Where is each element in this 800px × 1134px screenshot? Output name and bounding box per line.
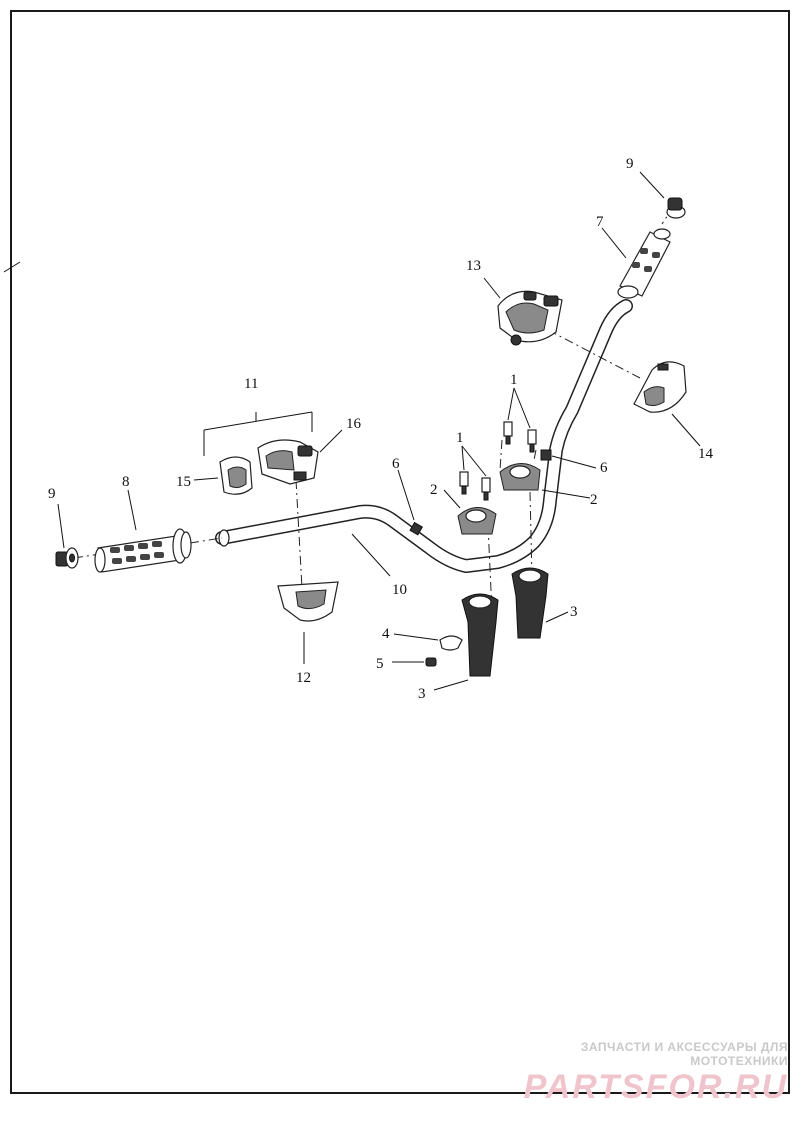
handlebar-risers[interactable]	[461, 567, 549, 677]
left-switch-housing-upper[interactable]	[257, 439, 319, 485]
callout-13: 13	[466, 258, 481, 274]
page-border	[10, 10, 790, 1094]
left-grip[interactable]	[94, 528, 192, 573]
right-switch-housing[interactable]	[497, 290, 563, 346]
callout-10: 10	[392, 582, 407, 598]
callout-1-right: 1	[510, 372, 518, 388]
watermark-logo: PARTSFOR.RU	[523, 1068, 788, 1106]
right-lower-cover[interactable]	[633, 361, 687, 413]
callout-2-left: 2	[430, 482, 438, 498]
callout-2-right: 2	[590, 492, 598, 508]
watermark-caption: ЗАПЧАСТИ И АКСЕССУАРЫ ДЛЯ МОТОТЕХНИКИ	[580, 1040, 788, 1068]
callout-3-right: 3	[570, 604, 578, 620]
callout-3-left: 3	[418, 686, 426, 702]
callout-12: 12	[296, 670, 311, 686]
handlebar[interactable]	[215, 299, 633, 573]
clamp-bolts[interactable]	[459, 421, 537, 501]
callout-11: 11	[244, 376, 258, 392]
callout-9-left: 9	[48, 486, 56, 502]
callout-1-left: 1	[456, 430, 464, 446]
left-lower-cover[interactable]	[277, 581, 339, 622]
leader-lines	[57, 171, 701, 691]
callout-6-left: 6	[392, 456, 400, 472]
bar-end-weight-left[interactable]	[55, 547, 79, 569]
callout-16: 16	[346, 416, 362, 432]
left-switch-housing-lower[interactable]	[219, 456, 253, 495]
callout-5: 5	[376, 656, 384, 672]
callout-4: 4	[382, 626, 390, 642]
right-grip[interactable]	[617, 228, 671, 299]
riser-clip[interactable]	[439, 635, 463, 651]
riser-screw[interactable]	[425, 657, 437, 667]
callout-9-right: 9	[626, 156, 634, 172]
callout-14: 14	[698, 446, 714, 462]
callout-6-right: 6	[600, 460, 608, 476]
watermark: ЗАПЧАСТИ И АКСЕССУАРЫ ДЛЯ МОТОТЕХНИКИ PA…	[488, 1040, 788, 1106]
margin-mark	[3, 261, 21, 273]
cable-clamps[interactable]	[409, 449, 552, 536]
callout-15: 15	[176, 474, 191, 490]
bar-end-weight-right[interactable]	[666, 197, 686, 219]
part-callouts: 9 8 11 16 15 12 6 10 2 2 1 1 3 3 4 5 6 7…	[48, 156, 714, 702]
upper-riser-clamps[interactable]	[457, 463, 541, 535]
callout-7: 7	[596, 214, 604, 230]
callout-8: 8	[122, 474, 130, 490]
